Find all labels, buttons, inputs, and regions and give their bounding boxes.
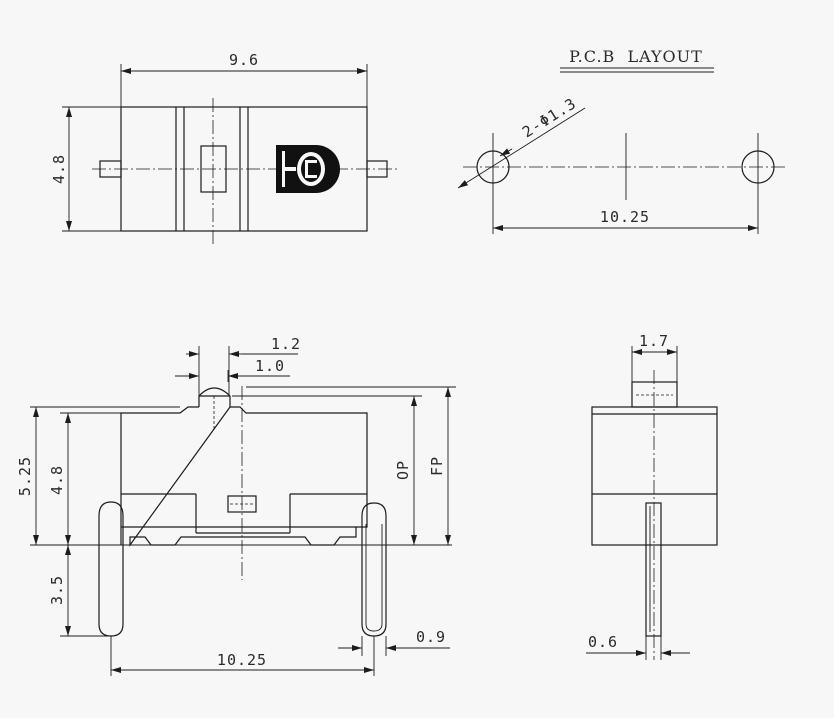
- hd-logo-icon: [276, 145, 340, 193]
- side-actuator-width-label: 1.7: [639, 332, 669, 350]
- front-view-right-pin: [361, 502, 387, 637]
- side-view: 1.7 0.6: [586, 332, 718, 660]
- body-height-label: 4.8: [48, 465, 66, 495]
- pcb-layout-view: P.C.B LAYOUT 2-Φ1.3 10.25: [457, 47, 785, 234]
- actuator-inner-width-label: 1.0: [255, 357, 285, 375]
- front-view-left-pin: [98, 501, 124, 637]
- front-view-body: [120, 406, 368, 547]
- total-height-label: 5.25: [16, 456, 34, 496]
- pin-length-label: 3.5: [48, 575, 66, 605]
- pcb-hole-spacing-label: 10.25: [600, 208, 650, 226]
- front-view-actuator: [198, 387, 231, 407]
- side-view-pin: [645, 502, 662, 637]
- top-view-width-label: 9.6: [229, 51, 259, 69]
- op-label: OP: [394, 460, 412, 480]
- pcb-layout-title: P.C.B LAYOUT: [569, 47, 703, 66]
- fp-label: FP: [428, 456, 446, 476]
- pin-spacing-label: 10.25: [217, 651, 267, 669]
- front-view: 1.2 1.0 OP FP 5.25 4.8 3.5 0.9: [16, 335, 456, 676]
- pcb-hole-diameter-label: 2-Φ1.3: [519, 94, 580, 141]
- side-pin-thickness-label: 0.6: [588, 633, 618, 651]
- top-view: 9.6 4.8: [50, 51, 398, 244]
- pin-width-label: 0.9: [416, 628, 446, 646]
- top-view-height-label: 4.8: [50, 154, 68, 184]
- side-view-body: [591, 406, 718, 546]
- actuator-outer-width-label: 1.2: [271, 335, 301, 353]
- side-view-actuator: [631, 381, 678, 408]
